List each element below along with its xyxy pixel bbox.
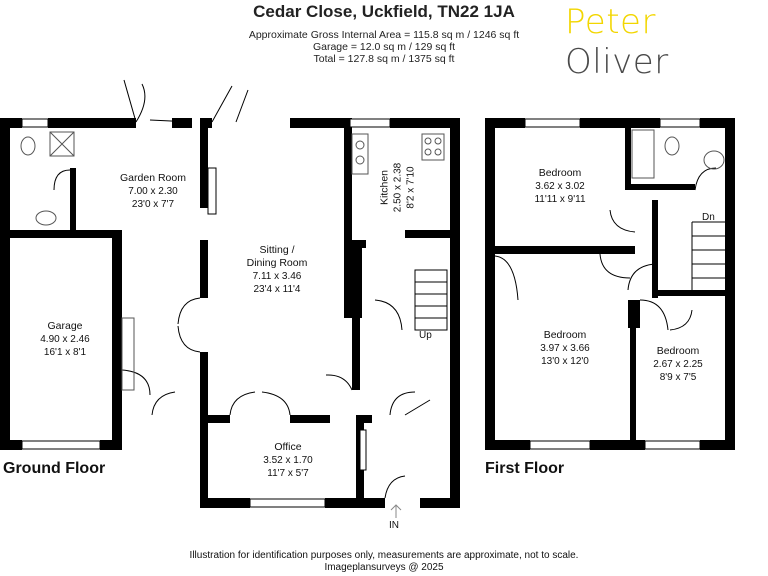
room-imperial: 16'1 x 8'1 xyxy=(43,347,87,358)
property-address: Cedar Close, Uckfield, TN22 1JA xyxy=(253,2,515,21)
room-imperial: 11'7 x 5'7 xyxy=(267,468,309,479)
ground-floor-walls xyxy=(0,118,460,508)
room-metric: 2.50 x 2.38 xyxy=(392,162,404,213)
gross-internal-area: Approximate Gross Internal Area = 115.8 … xyxy=(248,29,520,41)
room-metric: 3.97 x 3.66 xyxy=(540,343,590,354)
windows xyxy=(21,118,701,508)
room-garden-room: Garden Room 7.00 x 2.30 23'0 x 7'7 xyxy=(108,172,198,211)
room-metric: 2.67 x 2.25 xyxy=(653,359,703,370)
brand-word-peter: Peter xyxy=(565,2,656,42)
total-area: Total = 127.8 sq m / 1375 sq ft xyxy=(313,53,455,65)
copyright-text: Imageplansurveys @ 2025 xyxy=(324,562,444,573)
room-metric: 7.00 x 2.30 xyxy=(128,186,178,197)
room-name: Office xyxy=(274,441,302,453)
room-garage: Garage 4.90 x 2.46 16'1 x 8'1 xyxy=(20,320,110,359)
room-imperial: 11'11 x 9'11 xyxy=(534,194,586,205)
room-name: Bedroom xyxy=(656,345,700,357)
room-metric: 3.62 x 3.02 xyxy=(535,181,585,192)
room-name: Bedroom xyxy=(543,329,587,341)
room-name: Garden Room xyxy=(120,172,186,184)
disclaimer-text: Illustration for identification purposes… xyxy=(189,550,579,561)
room-metric: 3.52 x 1.70 xyxy=(263,455,313,466)
disclaimer-footer: Illustration for identification purposes… xyxy=(0,550,768,574)
doors xyxy=(53,79,717,499)
fixtures xyxy=(20,129,725,391)
room-office: Office 3.52 x 1.70 11'7 x 5'7 xyxy=(243,441,333,480)
brand-logo: Peter Oliver xyxy=(565,2,768,82)
first-floor-label: First Floor xyxy=(485,460,565,477)
room-name-line1: Sitting / xyxy=(259,244,295,256)
room-name: Bedroom xyxy=(538,167,582,179)
room-imperial: 8'9 x 7'5 xyxy=(659,372,697,383)
room-kitchen: Kitchen 2.50 x 2.38 8'2 x 7'10 xyxy=(379,148,418,228)
room-metric: 4.90 x 2.46 xyxy=(40,334,90,345)
room-sitting-dining: Sitting / Dining Room 7.11 x 3.46 23'4 x… xyxy=(232,244,322,296)
garage-area: Garage = 12.0 sq m / 129 sq ft xyxy=(312,41,456,53)
room-name-line2: Dining Room xyxy=(246,257,308,269)
entrance-label: IN xyxy=(389,520,399,531)
ground-floor-label: Ground Floor xyxy=(3,460,106,477)
room-imperial: 23'0 x 7'7 xyxy=(131,199,175,210)
room-bedroom-2: Bedroom 3.97 x 3.66 13'0 x 12'0 xyxy=(520,329,610,368)
room-bedroom-3: Bedroom 2.67 x 2.25 8'9 x 7'5 xyxy=(636,345,720,384)
brand-word-oliver: Oliver xyxy=(565,42,669,82)
room-imperial: 13'0 x 12'0 xyxy=(541,356,589,367)
stairs-down-label: Dn xyxy=(702,212,715,223)
first-floor-walls xyxy=(485,118,735,450)
room-bedroom-1: Bedroom 3.62 x 3.02 11'11 x 9'11 xyxy=(515,167,605,206)
room-metric: 7.11 x 3.46 xyxy=(252,271,302,282)
room-imperial: 8'2 x 7'10 xyxy=(405,166,417,209)
stairs xyxy=(414,221,725,331)
room-imperial: 23'4 x 11'4 xyxy=(253,284,301,295)
entrance-arrow xyxy=(390,504,402,518)
stairs-up-label: Up xyxy=(419,330,432,341)
room-name: Kitchen xyxy=(378,169,391,206)
room-name: Garage xyxy=(47,320,83,332)
